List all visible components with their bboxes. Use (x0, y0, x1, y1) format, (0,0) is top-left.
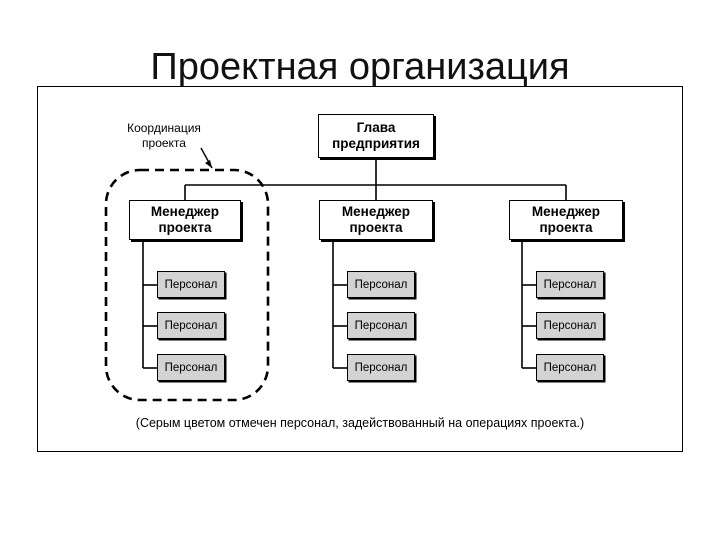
diagram-footnote: (Серым цветом отмечен персонал, задейств… (135, 416, 585, 430)
slide-title: Проектная организация (150, 46, 570, 88)
diagram-frame (37, 86, 683, 452)
staff-box-1-2: Персонал (157, 312, 225, 339)
manager-box-1: Менеджер проекта (129, 200, 241, 240)
staff-box-3-1: Персонал (536, 271, 604, 298)
head-box: Глава предприятия (318, 114, 434, 158)
manager-box-2-label: Менеджер проекта (341, 204, 411, 235)
head-box-label: Глава предприятия (332, 120, 420, 151)
staff-box-2-3: Персонал (347, 354, 415, 381)
manager-box-3-label: Менеджер проекта (531, 204, 601, 235)
manager-box-2: Менеджер проекта (319, 200, 433, 240)
manager-box-1-label: Менеджер проекта (150, 204, 220, 235)
staff-box-1-3: Персонал (157, 354, 225, 381)
staff-box-3-2: Персонал (536, 312, 604, 339)
staff-box-1-1: Персонал (157, 271, 225, 298)
staff-box-2-2: Персонал (347, 312, 415, 339)
staff-box-3-3: Персонал (536, 354, 604, 381)
coordination-dashed-outline (104, 168, 270, 402)
coordination-label: Координация проекта (127, 121, 201, 150)
staff-box-2-1: Персонал (347, 271, 415, 298)
coordination-pointer-arrowhead (205, 160, 212, 168)
manager-box-3: Менеджер проекта (509, 200, 623, 240)
